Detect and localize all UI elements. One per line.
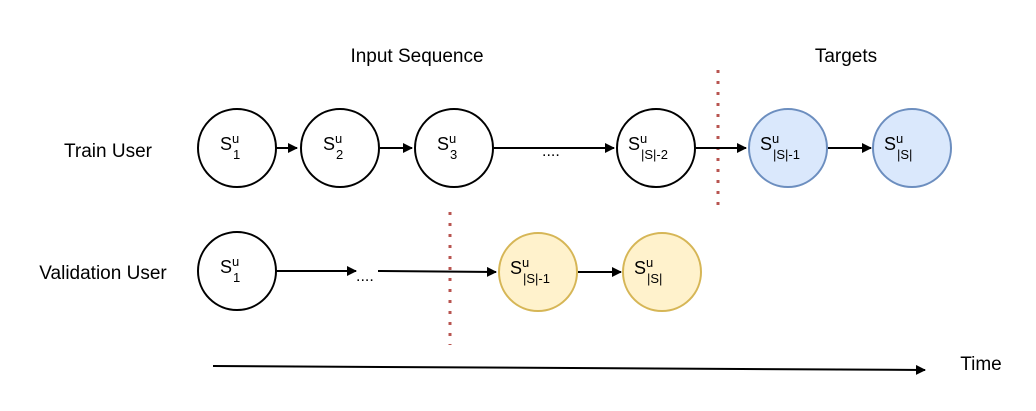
validation-1-node-circle (197, 231, 277, 311)
validation-2-node-superscript: u (522, 255, 529, 270)
validation-2-node-circle (498, 232, 578, 312)
validation-arrow-ellipsis-target (377, 266, 497, 277)
validation-3-node-symbol: S (634, 258, 646, 278)
validation-3-node-superscript: u (646, 255, 653, 270)
train-4-node-superscript: u (640, 131, 647, 146)
train-4-node-symbol: S (628, 134, 640, 154)
validation-2-node-subscript: |S|-1 (523, 271, 550, 286)
train-2-node-circle (300, 108, 380, 188)
train-2-node-subscript: 2 (336, 147, 343, 162)
validation-1-node-symbol: S (220, 257, 232, 277)
validation-1-node-superscript: u (232, 254, 239, 269)
train-6-node-symbol: S (884, 134, 896, 154)
train-1-node-subscript: 1 (233, 147, 240, 162)
input-sequence-label: Input Sequence (350, 46, 483, 67)
train-3-node-superscript: u (449, 131, 456, 146)
train-3-node-circle (414, 108, 494, 188)
train-user-label: Train User (64, 141, 153, 162)
train-5-node-symbol: S (760, 134, 772, 154)
validation-3-node-circle (622, 232, 702, 312)
validation-user-label: Validation User (39, 263, 167, 284)
train-5-node-superscript: u (772, 131, 779, 146)
train-6-node-subscript: |S| (897, 147, 912, 162)
validation-ellipsis: .... (356, 268, 374, 285)
train-2-node-symbol: S (323, 134, 335, 154)
train-6-node-superscript: u (896, 131, 903, 146)
train-5-node-circle (748, 108, 828, 188)
train-2-node-superscript: u (335, 131, 342, 146)
train-3-node-subscript: 3 (450, 147, 457, 162)
train-1-node-superscript: u (232, 131, 239, 146)
train-5-node-subscript: |S|-1 (773, 147, 800, 162)
train-ellipsis: .... (542, 143, 560, 160)
train-4-node-circle (616, 108, 696, 188)
train-1-node-symbol: S (220, 134, 232, 154)
validation-1-node-subscript: 1 (233, 270, 240, 285)
train-4-node-subscript: |S|-2 (641, 147, 668, 162)
train-3-node-symbol: S (437, 134, 449, 154)
validation-2-node-symbol: S (510, 258, 522, 278)
train-6-node-circle (872, 108, 952, 188)
time-label: Time (960, 354, 1002, 375)
train-1-node-circle (197, 108, 277, 188)
targets-label: Targets (815, 46, 877, 67)
time-axis-arrow (212, 364, 926, 375)
validation-3-node-subscript: |S| (647, 271, 662, 286)
